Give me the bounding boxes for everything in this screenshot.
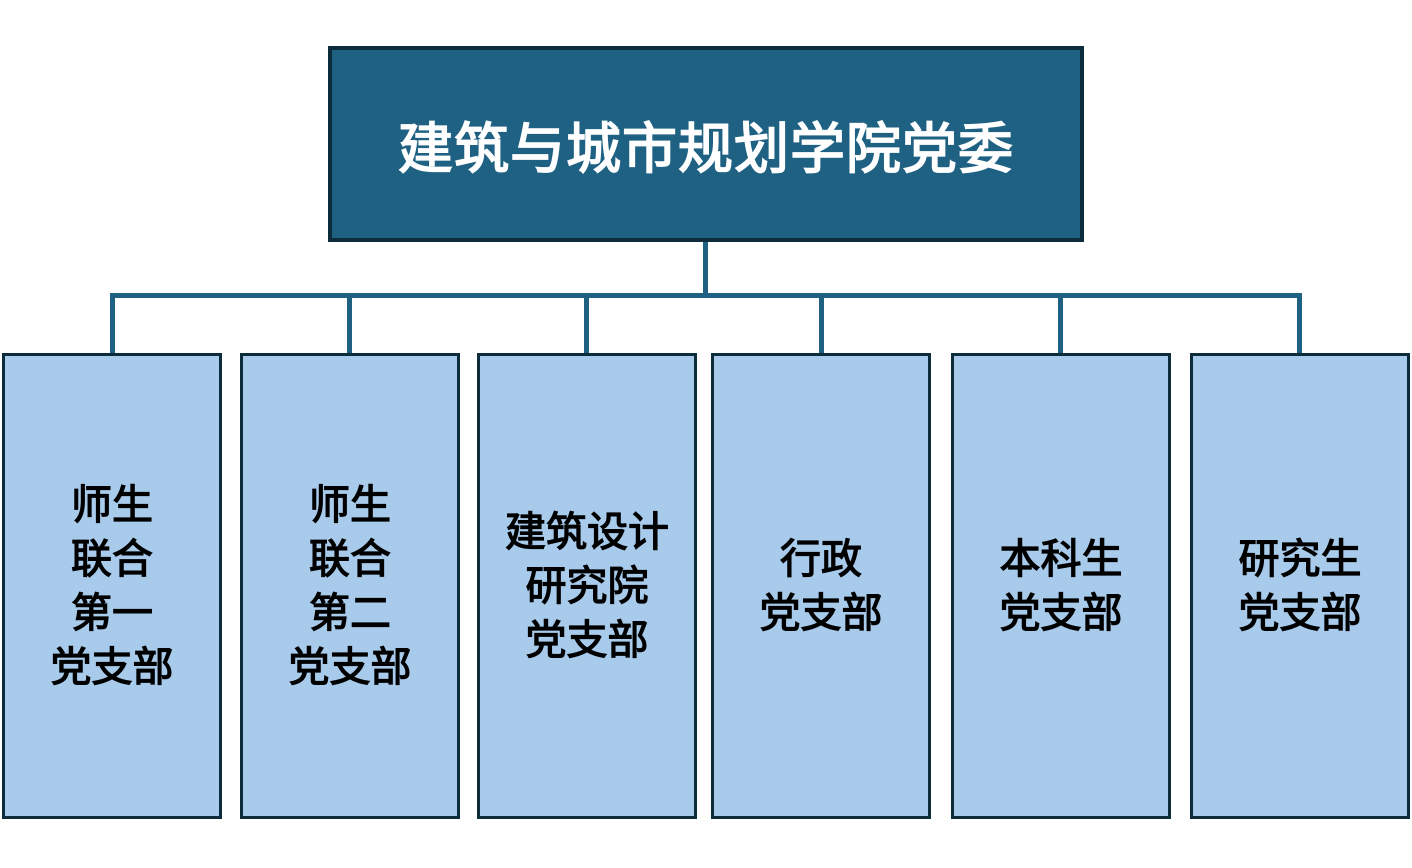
root-node: 建筑与城市规划学院党委	[328, 46, 1084, 242]
branch-node-label-line: 研究院	[525, 563, 649, 609]
branch-node-label-line: 联合	[71, 536, 153, 582]
branch-node-label-line: 行政	[780, 536, 862, 582]
connector-drop	[819, 293, 824, 355]
connector-drop	[584, 293, 589, 355]
branch-node-label-line: 师生	[71, 482, 153, 528]
branch-node-label-line: 第一	[71, 590, 153, 636]
branch-node-label-line: 联合	[309, 536, 391, 582]
branch-node-label-line: 师生	[309, 482, 391, 528]
branch-node-label-line: 本科生	[999, 536, 1123, 582]
connector-rail	[110, 293, 1300, 298]
branch-node-label-line: 党支部	[999, 590, 1123, 636]
connector-drop	[1058, 293, 1063, 355]
branch-node-label-line: 研究生	[1238, 536, 1362, 582]
connector-stem	[703, 242, 708, 298]
connector-drop	[347, 293, 352, 355]
connector-drop	[110, 293, 115, 355]
connector-drop	[1297, 293, 1302, 355]
branch-node: 行政党支部	[711, 353, 931, 819]
branch-node-label-line: 党支部	[1238, 590, 1362, 636]
branch-node-label-line: 党支部	[288, 644, 412, 690]
branch-node: 研究生党支部	[1190, 353, 1410, 819]
branch-node-label-line: 党支部	[759, 590, 883, 636]
root-node-label: 建筑与城市规划学院党委	[397, 118, 1014, 180]
branch-node: 师生联合第一党支部	[2, 353, 222, 819]
branch-node-label-line: 党支部	[525, 617, 649, 663]
branch-node-label-line: 党支部	[50, 644, 174, 690]
branch-node: 建筑设计研究院党支部	[477, 353, 697, 819]
branch-node: 本科生党支部	[951, 353, 1171, 819]
branch-node-label-line: 建筑设计	[505, 509, 669, 555]
branch-node-label-line: 第二	[309, 590, 391, 636]
branch-node: 师生联合第二党支部	[240, 353, 460, 819]
